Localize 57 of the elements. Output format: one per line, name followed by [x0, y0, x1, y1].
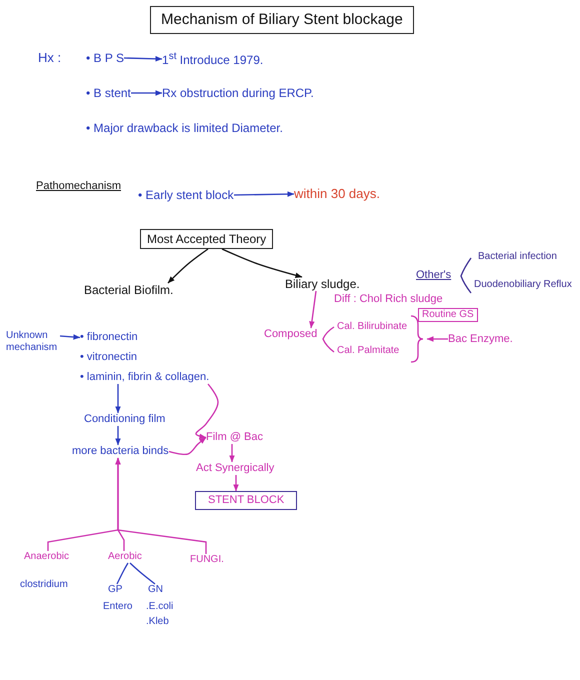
arrow: [131, 90, 162, 96]
list-item: • vitronectin: [80, 351, 138, 364]
step-text: more bacteria binds: [72, 445, 169, 458]
category-text: GP: [108, 584, 122, 596]
note-text: Composed: [264, 328, 318, 342]
arrow: [426, 336, 448, 342]
note-text: Bac Enzyme.: [448, 333, 513, 346]
highlight-text: within 30 days.: [294, 186, 380, 202]
connector-line: [116, 562, 129, 584]
arrow: [168, 248, 208, 284]
note-text: Rx obstruction during ERCP.: [162, 86, 314, 100]
step-text: Conditioning film: [84, 413, 166, 426]
connector-line: [130, 562, 156, 585]
step-text: Act Synergically: [196, 462, 274, 476]
bullet-point: • B stent: [86, 86, 131, 100]
arrow: [124, 56, 162, 62]
category-text: Aerobic: [108, 551, 142, 563]
arrow: [195, 384, 219, 440]
bullet-point: • Early stent block: [138, 188, 234, 202]
title-box: Mechanism of Biliary Stent blockage: [150, 6, 414, 34]
example-text: Entero: [103, 601, 132, 613]
arrow: [168, 436, 206, 456]
theory-box: Most Accepted Theory: [140, 229, 274, 250]
example-text: clostridium: [20, 579, 68, 591]
branch-heading: Bacterial Biofilm.: [84, 283, 174, 298]
outcome-box: STENT BLOCK: [195, 491, 298, 510]
list-item: • laminin, fibrin & collagen.: [80, 371, 210, 384]
arrow: [234, 191, 294, 197]
step-text: Film @ Bac: [206, 431, 264, 444]
category-text: FUNGI.: [190, 554, 224, 566]
arrow: [115, 458, 207, 554]
example-text: .E.coli: [146, 601, 174, 613]
section-heading: Pathomechanism: [36, 180, 121, 194]
category-text: GN: [148, 584, 163, 596]
branch-heading: Biliary sludge.: [285, 277, 360, 292]
note-text: Bacterial infection: [478, 251, 557, 263]
example-text: .Kleb: [146, 616, 169, 628]
note-text: Diff : Chol Rich sludge: [334, 293, 443, 306]
category-text: Anaerobic: [24, 551, 70, 563]
bullet-point: • Major drawback is limited Diameter.: [86, 121, 283, 136]
arrow: [309, 290, 317, 328]
list-item: Cal. Palmitate: [337, 345, 400, 357]
arrow: [222, 248, 302, 278]
arrow: [60, 334, 80, 340]
arrow: [115, 426, 121, 446]
list-item: • fibronectin: [80, 331, 138, 344]
note-text: 1$^{st}$ Introduce 1979.: [162, 51, 264, 68]
list-item: Cal. Bilirubinate: [337, 321, 408, 333]
arrow: [115, 384, 121, 414]
section-label: Hx :: [38, 50, 62, 66]
section-heading: Other's: [416, 269, 452, 282]
note-text: Duodenobiliary Reflux: [474, 279, 572, 291]
arrow: [229, 444, 235, 462]
arrow: [233, 475, 239, 492]
note-text: Unknown mechanism: [6, 330, 60, 354]
note-box: Routine GS: [418, 308, 478, 322]
bullet-point: • B P S: [86, 51, 124, 66]
